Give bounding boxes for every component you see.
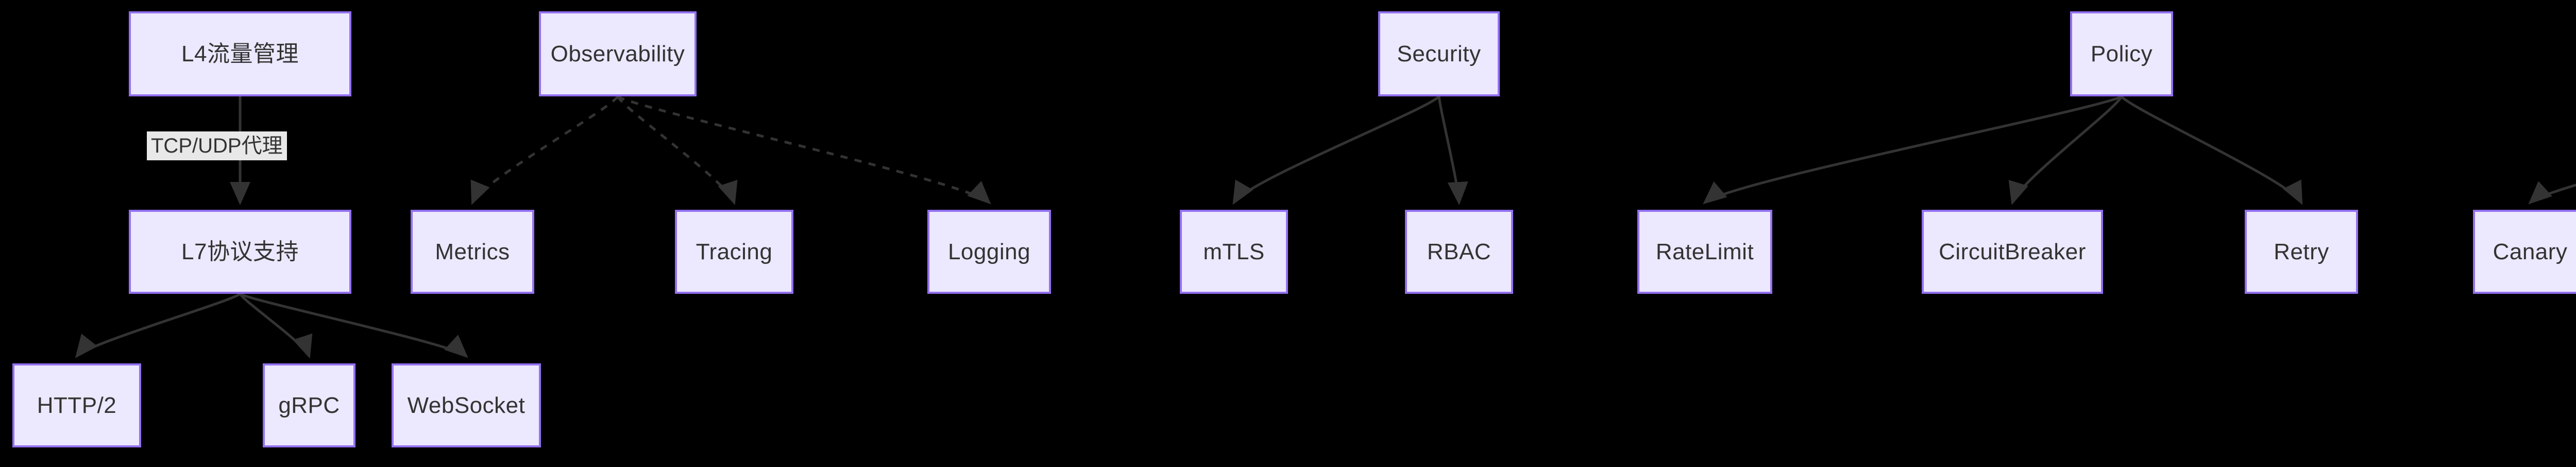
- node-rbac[interactable]: RBAC: [1405, 210, 1513, 294]
- node-l7[interactable]: L7协议支持: [129, 210, 351, 294]
- node-label: RBAC: [1427, 239, 1492, 264]
- node-label: Retry: [2274, 239, 2329, 264]
- node-label: L4流量管理: [181, 41, 299, 66]
- node-label: Metrics: [435, 239, 510, 264]
- node-policy[interactable]: Policy: [2070, 11, 2173, 96]
- node-label: Policy: [2090, 41, 2153, 66]
- node-retry[interactable]: Retry: [2245, 210, 2358, 294]
- node-ratelimit[interactable]: RateLimit: [1637, 210, 1772, 294]
- node-metrics[interactable]: Metrics: [411, 210, 534, 294]
- node-label: Canary: [2493, 239, 2568, 264]
- edge-intent-to-canary: [2528, 181, 2576, 205]
- edge-l7-to-websocket: [239, 292, 468, 358]
- node-circuitbreaker[interactable]: CircuitBreaker: [1922, 210, 2103, 294]
- edge-observability-to-logging: [617, 95, 991, 205]
- edge-policy-to-retry: [2120, 95, 2303, 205]
- edge-l7-to-grpc: [239, 293, 313, 359]
- edge-observability-to-metrics: [470, 95, 619, 205]
- node-label: Tracing: [696, 239, 773, 264]
- edge-security-to-rbac: [1437, 96, 1468, 205]
- node-http2[interactable]: HTTP/2: [12, 363, 141, 447]
- node-label: WebSocket: [407, 392, 526, 418]
- node-logging[interactable]: Logging: [927, 210, 1051, 294]
- node-websocket[interactable]: WebSocket: [392, 363, 541, 447]
- node-label: CircuitBreaker: [1939, 239, 2086, 264]
- edge-security-to-mtls: [1232, 95, 1440, 205]
- node-label: RateLimit: [1655, 239, 1754, 264]
- edge-l7-to-http2: [75, 292, 241, 358]
- node-grpc[interactable]: gRPC: [263, 363, 355, 447]
- node-label: Logging: [947, 239, 1031, 264]
- node-label: mTLS: [1203, 239, 1265, 264]
- edge-observability-to-tracing: [616, 95, 738, 205]
- edge-policy-to-circuitbreaker: [2008, 95, 2123, 205]
- node-security[interactable]: Security: [1378, 11, 1500, 96]
- node-mtls[interactable]: mTLS: [1180, 210, 1288, 294]
- node-label: L7协议支持: [181, 239, 299, 264]
- edge-policy-to-ratelimit: [1703, 95, 2123, 205]
- node-label: HTTP/2: [37, 392, 117, 418]
- node-label: gRPC: [278, 392, 340, 418]
- node-l4[interactable]: L4流量管理: [129, 11, 351, 96]
- node-label: Security: [1397, 41, 1481, 66]
- edge-label-tcp-udp-proxy: TCP/UDP代理: [147, 131, 287, 160]
- node-tracing[interactable]: Tracing: [675, 210, 793, 294]
- node-label: Observability: [550, 41, 685, 66]
- node-canary[interactable]: Canary: [2473, 210, 2576, 294]
- node-observability[interactable]: Observability: [539, 11, 697, 96]
